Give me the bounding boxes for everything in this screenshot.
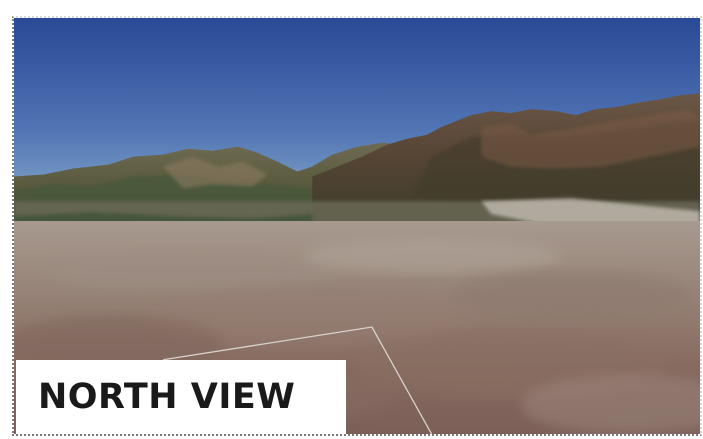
terrain-viewport[interactable]: NORTH VIEW xyxy=(12,16,702,436)
ground-texture xyxy=(143,285,482,345)
ground-texture xyxy=(302,237,561,274)
mountain-highlights xyxy=(163,156,268,189)
ground-texture xyxy=(43,248,343,293)
mountain-rust-right xyxy=(481,109,700,169)
ground-texture xyxy=(451,270,691,321)
terrain-scene xyxy=(14,18,700,434)
view-label: NORTH VIEW xyxy=(38,377,296,417)
view-label-box: NORTH VIEW xyxy=(16,360,346,434)
boundary-outline xyxy=(163,326,433,434)
ground-texture xyxy=(14,315,223,375)
ground-texture xyxy=(521,374,700,434)
